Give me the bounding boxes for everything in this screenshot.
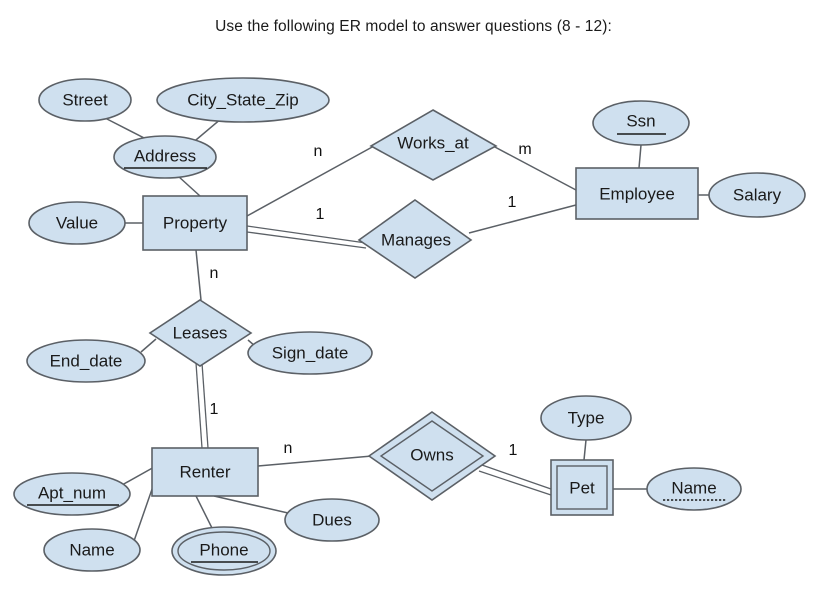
cardinality-manages-employee: 1 [508, 194, 517, 211]
edge-phone-renter [195, 495, 213, 529]
weak-entity-pet[interactable]: Pet [550, 459, 614, 516]
edge-ssn-employee [638, 144, 642, 169]
weak-entity-pet-label: Pet [569, 478, 595, 497]
entity-property-label: Property [163, 213, 228, 232]
attribute-salary[interactable]: Salary [708, 172, 806, 218]
edge-aptnum-renter [121, 465, 157, 486]
edge-enddate-leases [140, 338, 157, 353]
edge-manages-employee [468, 204, 577, 234]
key-attribute-apt-num-label: Apt_num [38, 483, 106, 502]
attribute-city-state-zip-label: City_State_Zip [187, 90, 299, 109]
relationship-manages[interactable]: Manages [357, 199, 473, 279]
edge-property-manages-line2 [246, 231, 367, 249]
edge-owns-pet-line1 [481, 464, 552, 490]
cardinality-property-manages: 1 [316, 206, 325, 223]
edge-leases-renter-line1 [195, 362, 203, 449]
cardinality-leases-renter: 1 [210, 401, 219, 418]
entity-property[interactable]: Property [142, 195, 248, 251]
edge-dues-renter [213, 495, 289, 514]
attribute-type[interactable]: Type [540, 395, 632, 441]
relationship-works-at[interactable]: Works_at [369, 109, 498, 181]
identifying-relationship-owns-label: Owns [410, 445, 453, 464]
edge-property-manages-line1 [246, 225, 367, 244]
attribute-dues[interactable]: Dues [284, 498, 380, 542]
attribute-value-label: Value [56, 213, 98, 232]
attribute-end-date-label: End_date [50, 351, 123, 370]
edge-property-leases [195, 249, 202, 301]
identifying-relationship-owns[interactable]: Owns [367, 411, 497, 501]
attribute-street[interactable]: Street [38, 78, 132, 122]
multivalued-key-attribute-phone[interactable]: Phone [171, 526, 277, 576]
attribute-type-label: Type [568, 408, 605, 427]
relationship-leases[interactable]: Leases [148, 299, 253, 367]
cardinality-owns-pet: 1 [509, 442, 518, 459]
edge-leases-renter-line2 [201, 362, 209, 449]
cardinality-renter-owns: n [284, 440, 293, 457]
cardinality-property-leases: n [210, 265, 219, 282]
key-attribute-ssn[interactable]: Ssn [592, 100, 690, 146]
edge-renter-owns [257, 455, 373, 467]
attribute-street-label: Street [62, 90, 108, 109]
entity-employee[interactable]: Employee [575, 167, 699, 220]
edge-owns-pet-line2 [478, 470, 552, 496]
cardinality-worksat-employee: m [518, 141, 531, 158]
attribute-sign-date-label: Sign_date [272, 343, 349, 362]
relationship-leases-label: Leases [173, 323, 228, 342]
relationship-works-at-label: Works_at [397, 133, 469, 152]
attribute-name-renter-label: Name [69, 540, 114, 559]
edge-address-property [177, 175, 201, 197]
edge-worksat-employee [492, 145, 577, 191]
edge-property-worksat [246, 145, 375, 217]
entity-employee-label: Employee [599, 184, 675, 203]
entity-renter-label: Renter [179, 462, 230, 481]
key-attribute-address[interactable]: Address [113, 135, 217, 179]
key-attribute-apt-num[interactable]: Apt_num [13, 472, 131, 516]
key-attribute-address-label: Address [134, 146, 196, 165]
partial-key-attribute-name-pet-label: Name [671, 478, 716, 497]
relationship-manages-label: Manages [381, 230, 451, 249]
attribute-city-state-zip[interactable]: City_State_Zip [156, 77, 330, 123]
key-attribute-ssn-label: Ssn [626, 111, 655, 130]
multivalued-key-attribute-phone-label: Phone [199, 540, 248, 559]
page-title: Use the following ER model to answer que… [215, 18, 612, 35]
attribute-value[interactable]: Value [28, 201, 126, 245]
attribute-name-renter[interactable]: Name [43, 528, 141, 572]
attribute-sign-date[interactable]: Sign_date [247, 331, 373, 375]
attribute-end-date[interactable]: End_date [26, 339, 146, 383]
attribute-dues-label: Dues [312, 510, 352, 529]
partial-key-attribute-name-pet[interactable]: Name [646, 467, 742, 511]
edge-type-pet [583, 439, 587, 461]
attribute-salary-label: Salary [733, 185, 782, 204]
entity-renter[interactable]: Renter [151, 447, 259, 497]
cardinality-property-worksat: n [314, 143, 323, 160]
